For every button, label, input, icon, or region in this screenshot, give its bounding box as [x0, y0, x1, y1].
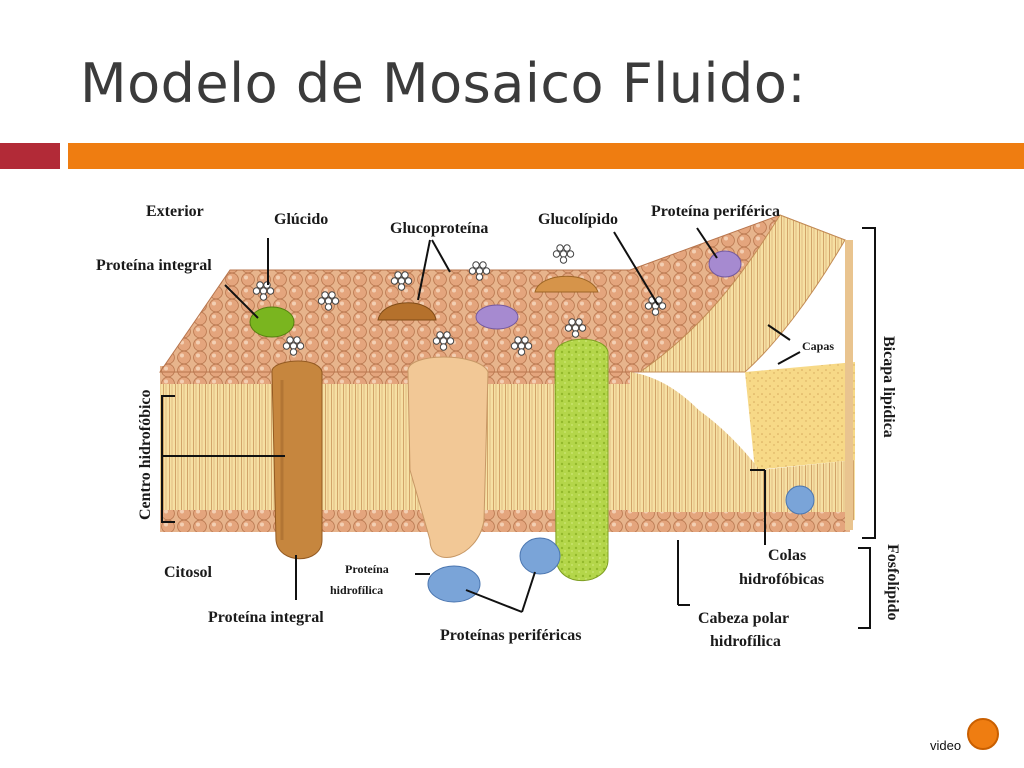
label-capas: Capas — [802, 339, 834, 353]
video-button[interactable] — [967, 718, 999, 750]
peripheral-protein-blue-1 — [427, 565, 481, 603]
label-proteina-integral-top: Proteína integral — [96, 257, 212, 274]
label-citosol: Citosol — [164, 564, 213, 581]
glycolipid-head — [534, 275, 599, 293]
label-bicapa-lipidica: Bicapa lipídica — [880, 336, 897, 438]
label-proteina-hidrofilica-2: hidrofílica — [330, 583, 383, 597]
label-cabeza-2: hidrofílica — [710, 633, 781, 650]
peripheral-protein-purple-center — [475, 304, 519, 330]
peripheral-protein-blue-3 — [785, 485, 815, 515]
label-fosfolipido: Fosfolípido — [884, 544, 901, 620]
peeled-layer — [630, 214, 855, 532]
peripheral-protein-blue-2 — [519, 537, 561, 575]
label-proteinas-perifericas: Proteínas periféricas — [440, 627, 581, 644]
accent-bar-red — [0, 143, 60, 169]
brackets — [161, 227, 876, 629]
label-glucoproteina: Glucoproteína — [390, 220, 488, 237]
label-colas-1: Colas — [768, 547, 806, 564]
accent-bar-orange — [68, 143, 1024, 169]
label-proteina-periferica-top: Proteína periférica — [651, 203, 780, 220]
label-cabeza-1: Cabeza polar — [698, 610, 789, 627]
label-colas-2: hidrofóbicas — [739, 571, 824, 588]
label-centro-hidrofobico: Centro hidrofóbico — [137, 389, 154, 520]
integral-protein-green — [554, 338, 609, 582]
label-proteina-hidrofilica-1: Proteína — [345, 562, 389, 576]
video-label: video — [930, 738, 962, 753]
label-glucolipido: Glucolípido — [538, 211, 618, 228]
label-exterior: Exterior — [146, 203, 204, 220]
glycoprotein-body — [377, 302, 437, 321]
bilayer-edge — [845, 240, 853, 530]
sugar-chain — [552, 244, 575, 264]
integral-protein-green-top — [249, 306, 295, 338]
integral-protein-tan — [407, 356, 489, 558]
integral-protein-brown — [271, 360, 323, 560]
label-proteina-integral-bottom: Proteína integral — [208, 609, 324, 626]
slide-title: Modelo de Mosaico Fluido: — [80, 52, 807, 115]
label-glucido: Glúcido — [274, 211, 328, 228]
pointer-lines — [162, 227, 801, 613]
